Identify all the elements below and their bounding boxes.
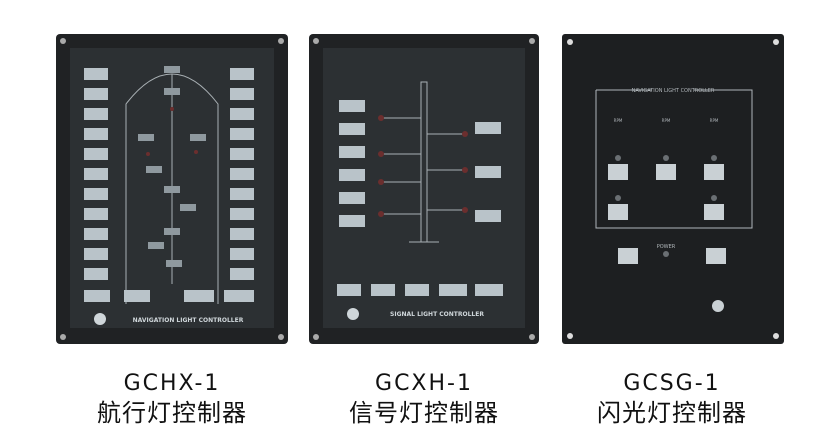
- panel-onoff-button: [230, 188, 254, 200]
- panel-onoff-button: [84, 248, 108, 260]
- panel-onoff-button: [84, 88, 108, 100]
- gchx-1-panel-photo: NAVIGATION LIGHT CONTROLLER: [56, 34, 288, 344]
- panel-onoff-button: [339, 123, 365, 135]
- panel-onoff-button: [230, 228, 254, 240]
- panel-onoff-button: [84, 128, 108, 140]
- panel-onoff-button: [230, 88, 254, 100]
- gcsg-1-panel-title: NAVIGATION LIGHT CONTROLLER: [632, 88, 715, 94]
- panel-onoff-button: [84, 188, 108, 200]
- gcsg-1-panel-photo: NAVIGATION LIGHT CONTROLLER RPM RPM RPM PO…: [562, 34, 784, 344]
- panel-onoff-button: [230, 68, 254, 80]
- panel-onoff-button: [84, 108, 108, 120]
- svg-text:RPM: RPM: [710, 118, 719, 123]
- gchx-1-name: 航行灯控制器: [97, 399, 247, 427]
- panel-onoff-button: [230, 208, 254, 220]
- panel-onoff-button: [84, 228, 108, 240]
- panel-onoff-button: [339, 192, 365, 204]
- panel-onoff-button: [339, 100, 365, 112]
- panel-onoff-button: [230, 248, 254, 260]
- gcsg-1-model: GCSG-1: [623, 371, 721, 396]
- panel-onoff-button: [230, 168, 254, 180]
- panel-onoff-button: [339, 215, 365, 227]
- panel-onoff-button: [84, 168, 108, 180]
- panel-onoff-button: [84, 268, 108, 280]
- gcxh-1-caption: GCXH-1 信号灯控制器: [309, 370, 539, 428]
- gcxh-1-model: GCXH-1: [375, 371, 473, 396]
- svg-text:RPM: RPM: [662, 118, 671, 123]
- panel-onoff-button: [475, 210, 501, 222]
- svg-text:RPM: RPM: [614, 118, 623, 123]
- gchx-1-model: GCHX-1: [123, 371, 221, 396]
- gcsg-1-name: 闪光灯控制器: [597, 399, 747, 427]
- panel-onoff-button: [84, 208, 108, 220]
- panel-onoff-button: [230, 108, 254, 120]
- gcsg-1-power-label: POWER: [657, 244, 676, 250]
- gcxh-1-name: 信号灯控制器: [349, 399, 499, 427]
- panel-onoff-button: [475, 122, 501, 134]
- gchx-1-caption: GCHX-1 航行灯控制器: [57, 370, 287, 428]
- panel-onoff-button: [339, 169, 365, 181]
- panel-onoff-button: [84, 148, 108, 160]
- gcsg-1-caption: GCSG-1 闪光灯控制器: [557, 370, 787, 428]
- panel-onoff-button: [230, 128, 254, 140]
- panel-onoff-button: [230, 268, 254, 280]
- gchx-1-panel-title: NAVIGATION LIGHT CONTROLLER: [133, 317, 244, 324]
- panel-onoff-button: [84, 68, 108, 80]
- panel-onoff-button: [230, 148, 254, 160]
- panel-onoff-button: [475, 166, 501, 178]
- gcxh-1-panel-photo: SIGNAL LIGHT CONTROLLER: [309, 34, 539, 344]
- panel-onoff-button: [339, 146, 365, 158]
- gcxh-1-panel-title: SIGNAL LIGHT CONTROLLER: [390, 311, 484, 318]
